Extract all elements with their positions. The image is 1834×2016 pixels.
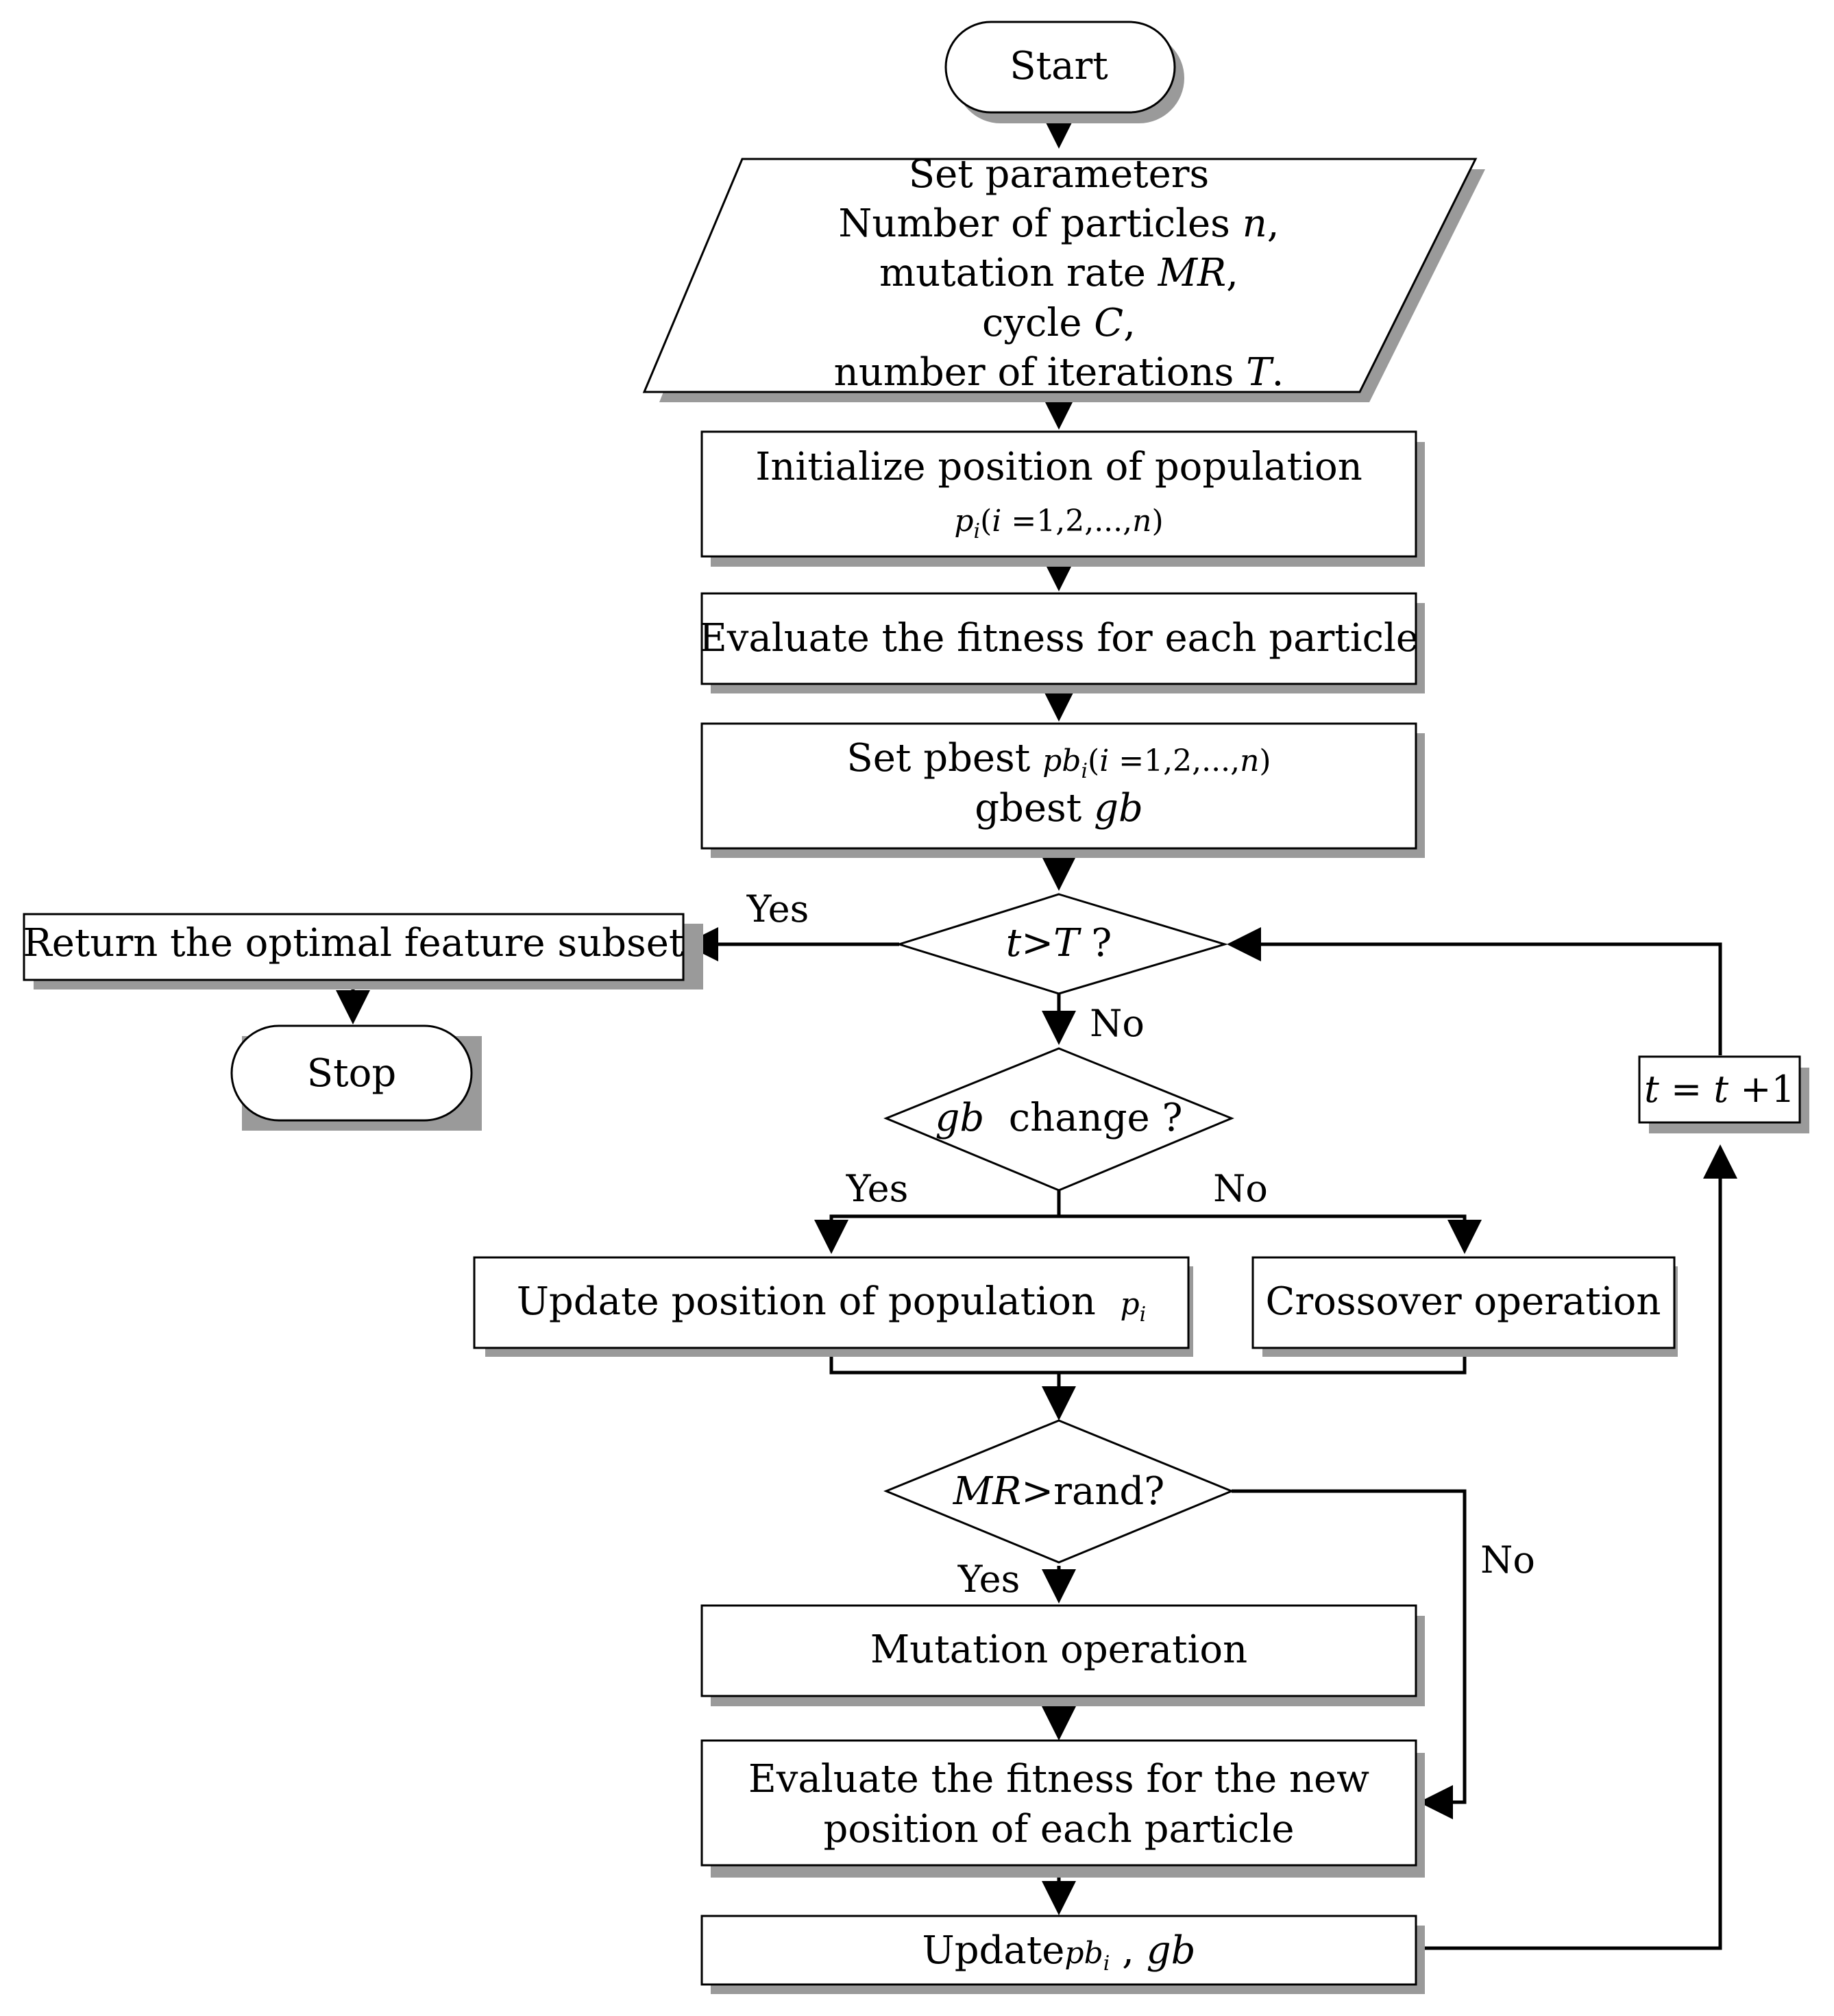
cond-t-label: t>T ? xyxy=(1006,921,1112,966)
params-line-1: Set parameters xyxy=(909,152,1210,197)
update-pos-box xyxy=(473,1256,1190,1349)
edge-gb-no xyxy=(1059,1214,1467,1251)
eval-new-box xyxy=(700,1739,1417,1867)
return-subset-label: Return the optimal feature subset xyxy=(23,921,685,966)
cond-gb-label: gb change ? xyxy=(936,1096,1183,1140)
crossover-label: Crossover operation xyxy=(1266,1279,1661,1324)
init-pop-box xyxy=(700,430,1417,558)
mutation-label: Mutation operation xyxy=(870,1627,1247,1672)
edge-t-to-cond xyxy=(1227,927,1722,1055)
mutation-box xyxy=(700,1604,1417,1697)
edge-label-no-mr: No xyxy=(1480,1538,1535,1582)
edge-label-yes-mr: Yes xyxy=(957,1558,1020,1601)
eval-fitness-label: Evaluate the fitness for each particle xyxy=(699,616,1419,661)
t-update-box xyxy=(1638,1055,1801,1124)
set-pbest-box xyxy=(700,722,1417,850)
stop-terminator xyxy=(230,1024,473,1122)
start-terminator xyxy=(944,21,1176,114)
edge-update-to-t xyxy=(1417,1144,1737,1950)
edge-label-no-gb: No xyxy=(1213,1167,1268,1210)
crossover-box xyxy=(1251,1256,1676,1349)
eval-fitness-box xyxy=(700,592,1417,685)
cond-t-decision xyxy=(895,893,1229,995)
labels: Start Set parameters Number of particles… xyxy=(23,44,1795,1976)
params-line-5: number of iterations T. xyxy=(834,350,1284,395)
connectors xyxy=(336,111,1737,1950)
edge-label-no-t: No xyxy=(1090,1002,1145,1045)
cond-mr-label: MR>rand? xyxy=(953,1469,1165,1514)
edge-labels: Yes No Yes No Yes No xyxy=(746,887,1535,1601)
shapes xyxy=(23,21,1801,1986)
edge-label-yes-gb: Yes xyxy=(846,1167,909,1210)
edge-gb-branches xyxy=(814,1190,1061,1254)
pbest-line-1: Set pbest pbi(i =1,2,...,n) xyxy=(846,736,1271,783)
update-best-label: Updatepbi , gb xyxy=(922,1928,1196,1976)
params-line-4: cycle C, xyxy=(982,301,1136,345)
start-label: Start xyxy=(1010,44,1108,88)
edge-mr-no xyxy=(1232,1489,1467,1819)
edge-merge xyxy=(829,1349,1467,1375)
cond-gb-decision xyxy=(883,1047,1234,1192)
pbest-line-2: gbest gb xyxy=(975,786,1143,831)
eval-new-line-2: position of each particle xyxy=(823,1807,1294,1852)
init-pop-line-1: Initialize position of population xyxy=(755,445,1362,489)
t-update-label: t = t +1 xyxy=(1644,1068,1795,1111)
edge-label-yes-t: Yes xyxy=(746,887,809,931)
stop-label: Stop xyxy=(307,1051,396,1096)
cond-mr-decision xyxy=(883,1419,1234,1564)
init-pop-line-2: pi(i =1,2,...,n) xyxy=(954,504,1163,543)
eval-new-line-1: Evaluate the fitness for the new xyxy=(748,1757,1369,1802)
params-line-3: mutation rate MR, xyxy=(879,251,1238,295)
update-pos-label: Update position of population pi xyxy=(517,1279,1147,1327)
params-line-2: Number of particles n, xyxy=(838,201,1279,246)
update-best-box xyxy=(700,1915,1417,1986)
set-params-io xyxy=(642,158,1478,393)
return-subset-box xyxy=(23,913,685,981)
